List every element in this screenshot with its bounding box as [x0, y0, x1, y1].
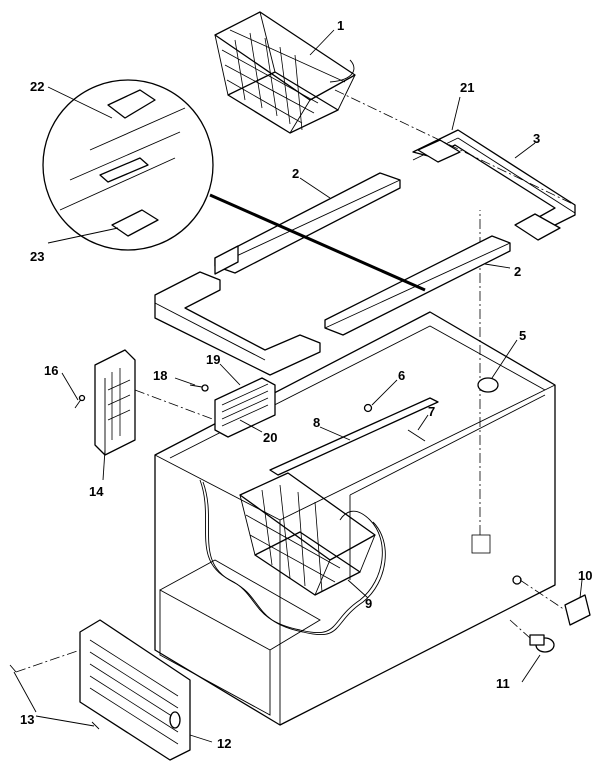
callout-2a: 2 [292, 166, 299, 181]
callout-7: 7 [428, 404, 435, 419]
callout-2b: 2 [514, 264, 521, 279]
screw-6 [363, 403, 373, 413]
drain-cap-10 [519, 579, 591, 626]
screw-13 [9, 649, 100, 730]
callout-9: 9 [365, 596, 372, 611]
callout-20: 20 [263, 430, 277, 445]
thermostat [214, 377, 276, 438]
callout-6: 6 [398, 368, 405, 383]
drain-plug-5 [477, 377, 499, 393]
basket-support-frame [154, 129, 576, 376]
callout-12: 12 [217, 736, 231, 751]
wire-basket-lower [239, 472, 376, 596]
wire-basket-top [214, 11, 356, 134]
leader-lines [13, 29, 583, 743]
drain-tube-11 [509, 619, 555, 653]
screw-7 [407, 429, 426, 442]
callout-3: 3 [533, 131, 540, 146]
callout-16: 16 [44, 363, 58, 378]
callout-22: 22 [30, 79, 44, 94]
callout-1: 1 [337, 18, 344, 33]
callout-19: 19 [206, 352, 220, 367]
hinge-assembly [94, 349, 136, 456]
detail-inset [42, 79, 214, 251]
callout-23: 23 [30, 249, 44, 264]
callout-11: 11 [496, 676, 510, 691]
callout-14: 14 [89, 484, 104, 499]
callout-8: 8 [313, 415, 320, 430]
callout-10: 10 [578, 568, 592, 583]
callout-labels: 1 2 2 3 5 6 7 8 9 10 11 12 13 14 16 18 1… [20, 18, 592, 751]
trim-strip-8 [269, 397, 439, 476]
screw-16 [74, 394, 86, 409]
callout-13: 13 [20, 712, 34, 727]
callout-5: 5 [519, 328, 526, 343]
callout-18: 18 [153, 368, 167, 383]
callout-21: 21 [460, 80, 474, 95]
kick-grille [79, 619, 191, 761]
screw-18 [189, 384, 209, 392]
divider-rail-left [214, 172, 401, 275]
